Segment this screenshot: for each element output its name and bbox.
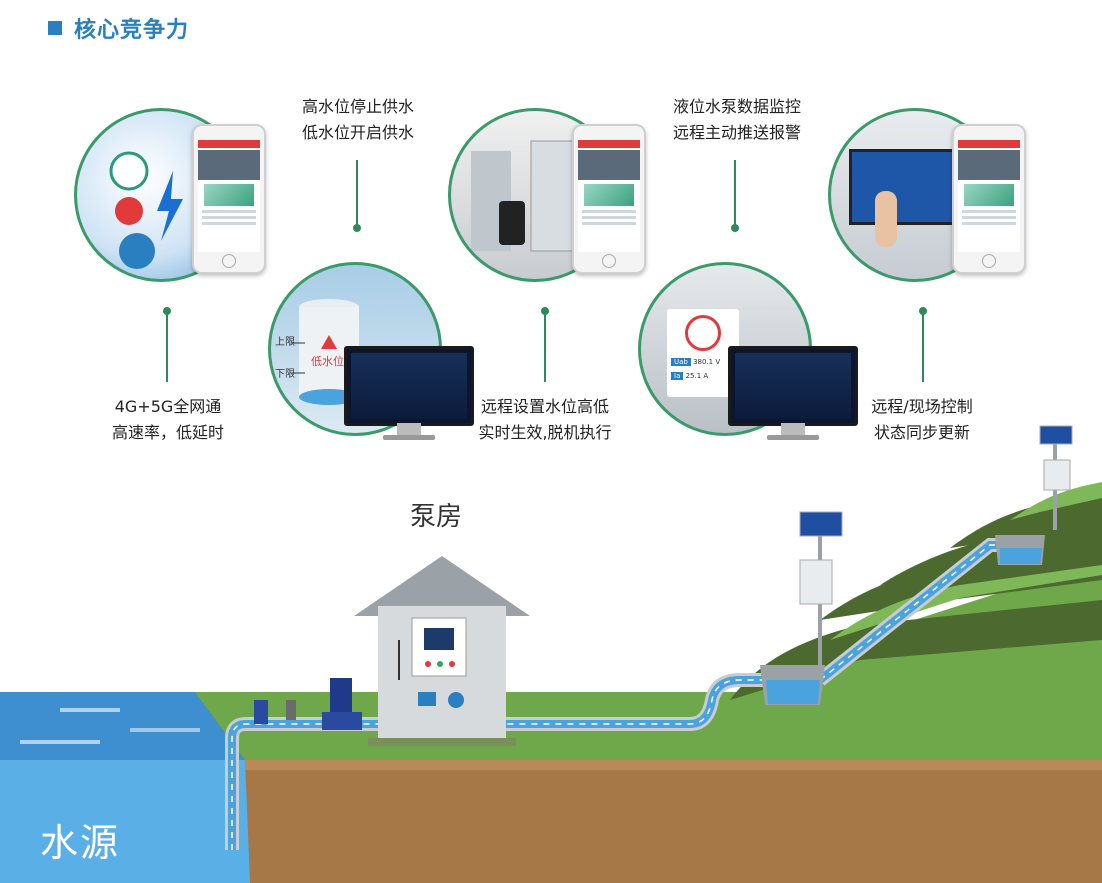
- pump-motor: [330, 678, 352, 714]
- connector-line: [544, 312, 546, 382]
- monitor-mockup: [344, 346, 474, 440]
- connector-line: [166, 312, 168, 382]
- water-source-label: 水源: [40, 821, 121, 865]
- hand-phone: [499, 201, 525, 245]
- connector-line: [356, 160, 358, 226]
- connector-line: [922, 312, 924, 382]
- pump-row1-tag: Uab: [671, 358, 691, 366]
- feature-caption-1: 4G+5G全网通 高速率，低延时: [98, 394, 238, 446]
- caption-line: 远程/现场控制: [871, 397, 973, 416]
- pump-house-roof: [354, 556, 530, 616]
- caption-line: 4G+5G全网通: [114, 397, 222, 416]
- caption-line: 状态同步更新: [873, 423, 970, 442]
- solar-panel-2: [1039, 425, 1073, 445]
- section-header: 核心竞争力: [48, 12, 189, 44]
- soil-layer: [230, 760, 1102, 883]
- connector-dot: [731, 224, 739, 232]
- warning-icon: [321, 335, 337, 349]
- caption-line: 远程设置水位高低: [480, 397, 609, 416]
- lightning-icon: [157, 171, 183, 241]
- caption-line: 远程主动推送报警: [672, 123, 801, 142]
- solar-panel-1: [799, 511, 843, 537]
- pump-house-label: 泵房: [410, 502, 463, 532]
- phone-mockup: [192, 124, 266, 274]
- antenna: [398, 640, 400, 680]
- control-box-1: [799, 559, 833, 605]
- pressure-sensor: [286, 700, 296, 720]
- page-title: 核心竞争力: [74, 18, 190, 43]
- feature-caption-3: 远程设置水位高低 实时生效,脱机执行: [470, 394, 620, 446]
- pump-row1-value: 380.1 V: [693, 358, 721, 366]
- pump-row2-value: 25.1 A: [685, 372, 709, 380]
- flow-meter: [254, 700, 268, 724]
- caption-line: 高速率，低延时: [111, 423, 224, 442]
- tank-upper-label: 上限: [275, 337, 295, 348]
- feature-caption-4: 液位水泵数据监控 远程主动推送报警: [662, 94, 812, 146]
- feature-caption-2: 高水位停止供水 低水位开启供水: [288, 94, 428, 146]
- caption-line: 高水位停止供水: [301, 97, 414, 116]
- connector-dot: [919, 307, 927, 315]
- caption-line: 低水位开启供水: [301, 123, 414, 142]
- pump-row2-tag: Ia: [671, 372, 684, 380]
- tank-alert-label: 低水位: [311, 355, 344, 368]
- phone-mockup: [572, 124, 646, 274]
- tank-lower-label: 下限: [275, 369, 295, 380]
- pump-card: Uab 380.1 V Ia 25.1 A: [667, 309, 739, 397]
- feature-caption-5: 远程/现场控制 状态同步更新: [852, 394, 992, 446]
- phone-mockup: [952, 124, 1026, 274]
- caption-line: 液位水泵数据监控: [672, 97, 801, 116]
- china-telecom-icon: [119, 233, 155, 269]
- connector-dot: [541, 307, 549, 315]
- connector-line: [734, 160, 736, 226]
- china-unicom-icon: [115, 197, 143, 225]
- header-square-icon: [48, 21, 62, 35]
- caption-line: 实时生效,脱机执行: [478, 423, 612, 442]
- control-box-2: [1043, 459, 1071, 491]
- fan-icon: [685, 315, 721, 351]
- finger-icon: [875, 191, 897, 247]
- connector-dot: [163, 307, 171, 315]
- china-mobile-icon: [109, 151, 149, 191]
- hill-base: [700, 560, 1102, 760]
- monitor-mockup: [728, 346, 858, 440]
- solar-pole-1: [818, 535, 822, 675]
- connector-dot: [353, 224, 361, 232]
